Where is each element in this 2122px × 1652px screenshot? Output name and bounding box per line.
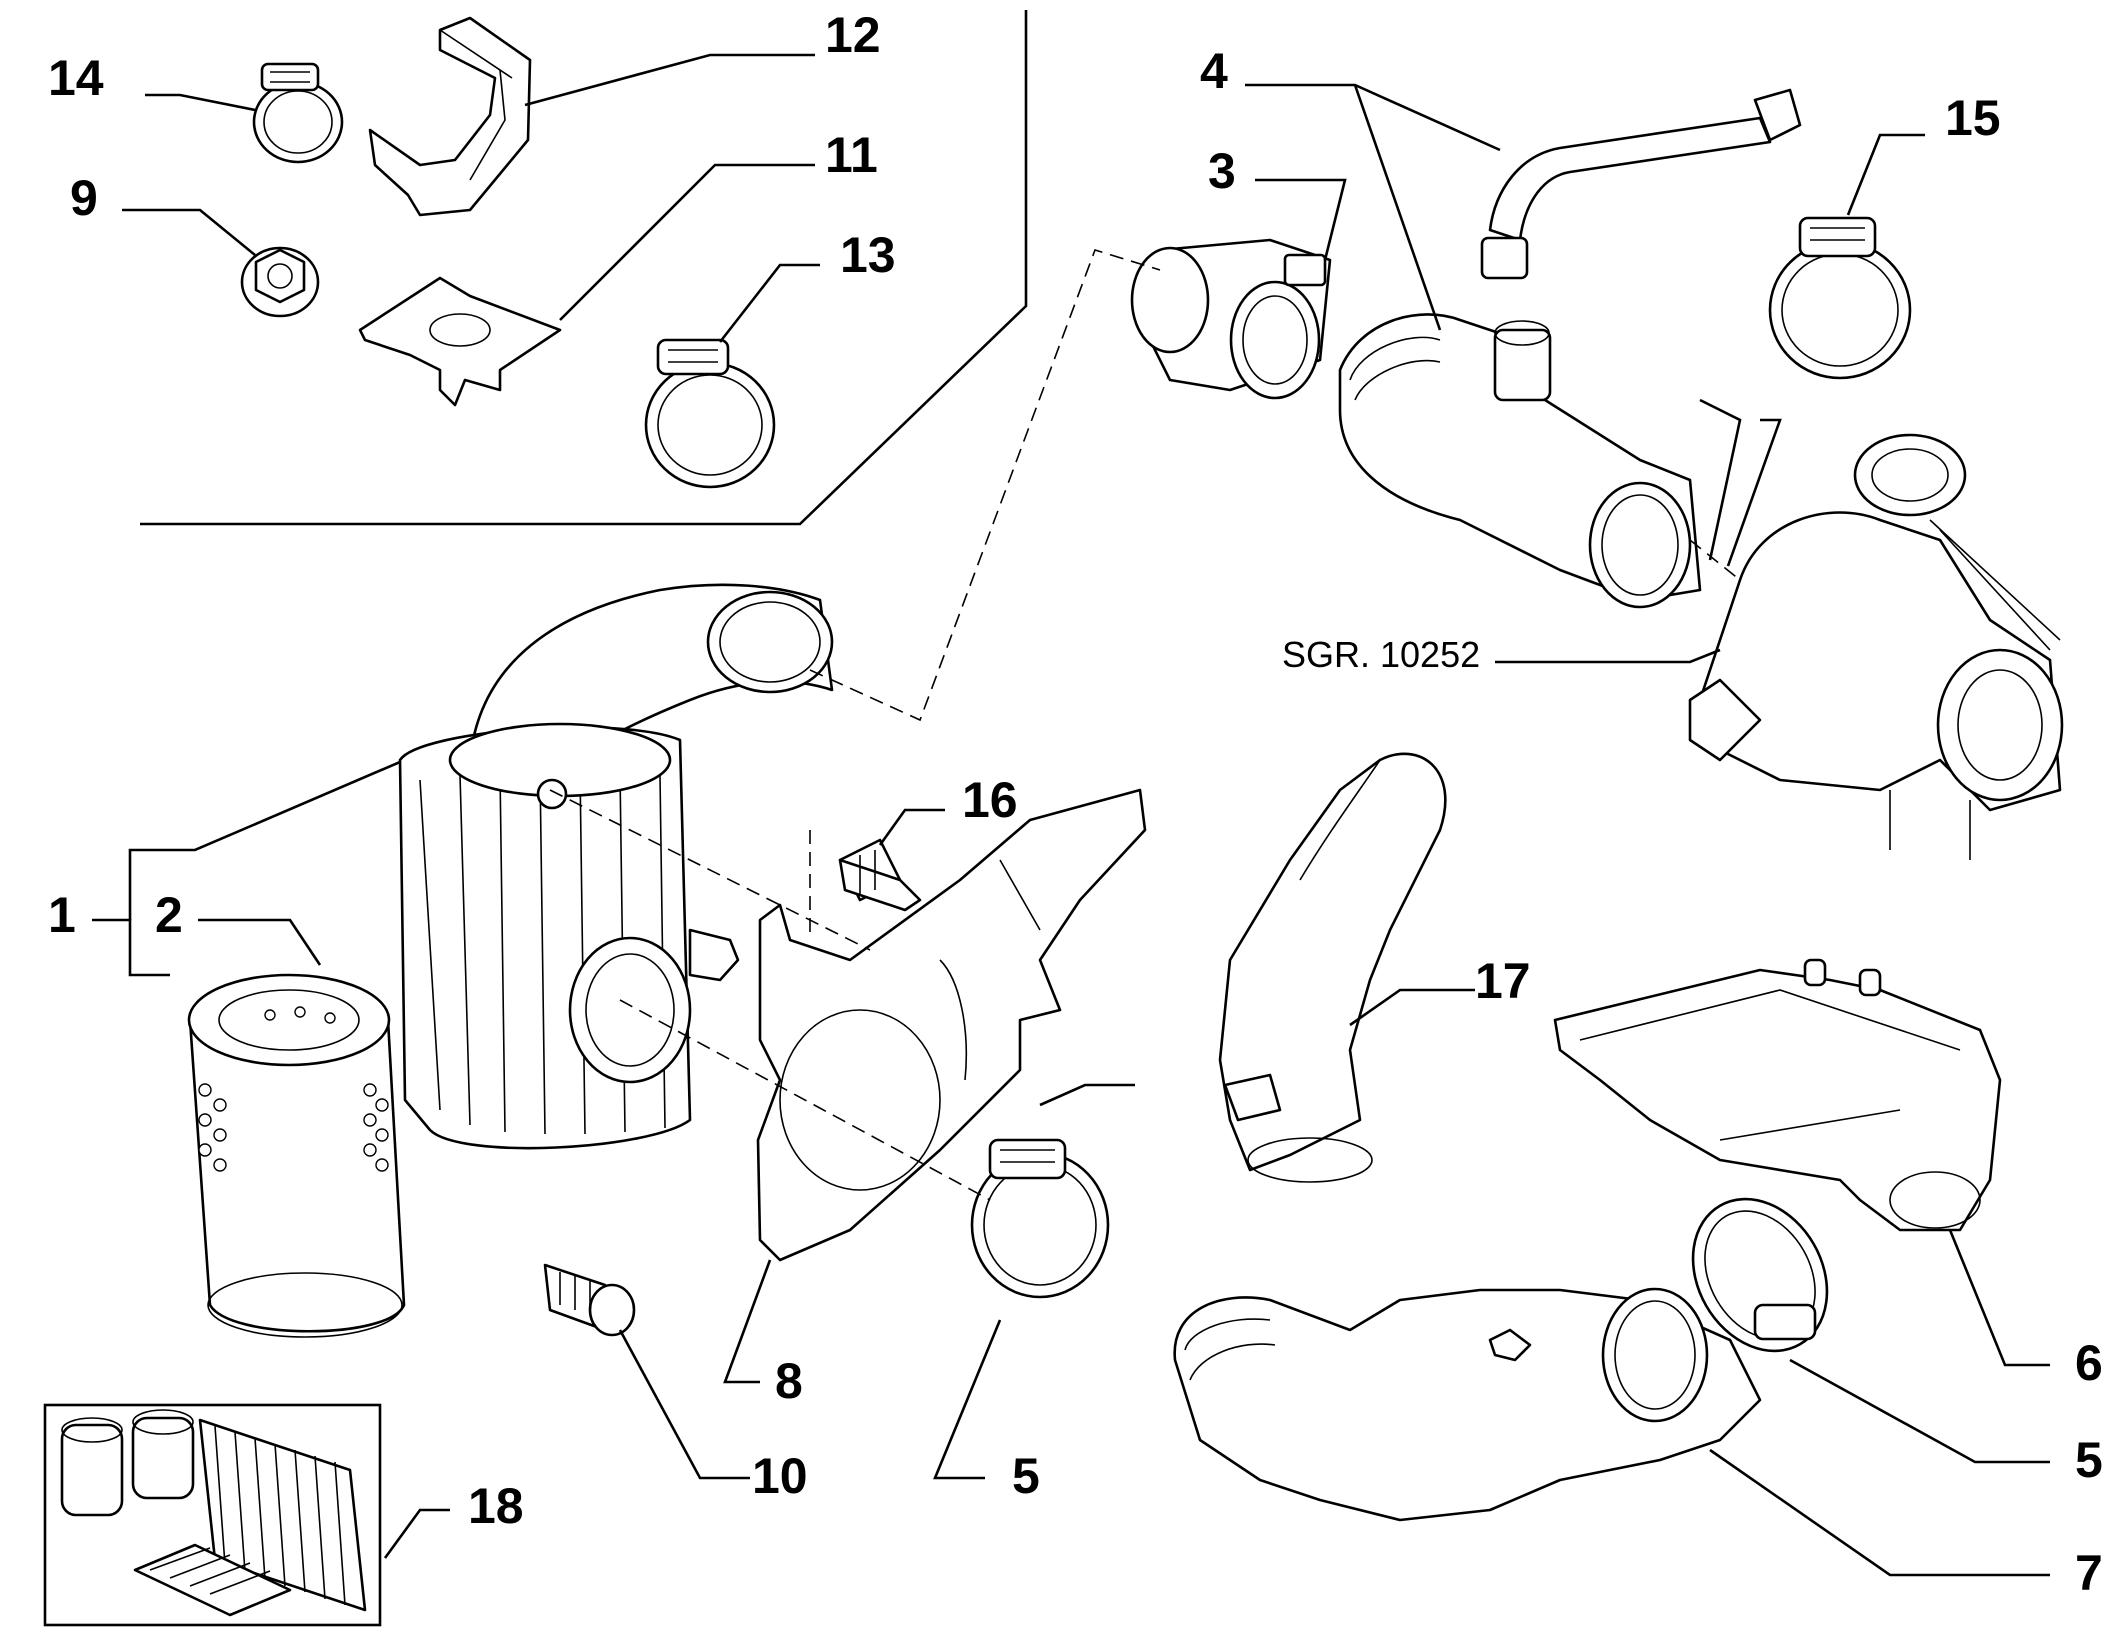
part-16-bolt [838,838,922,912]
leader-lines [92,53,2050,1577]
callout-7: 7 [2075,1545,2103,1601]
callout-13: 13 [840,227,896,283]
part-10-bolt [543,1263,636,1337]
part-13-hose-clamp [644,338,776,489]
part-14-small-clamp [252,62,344,164]
callout-15: 15 [1945,90,2001,146]
part-15-hose-clamp [1768,216,1912,380]
part-1-air-filter-housing [398,583,834,1150]
callout-8: 8 [775,1353,803,1409]
part-8-mounting-plate [756,788,1147,1262]
callout-12: 12 [825,7,881,63]
part-5-hose-clamp-center [970,1138,1110,1299]
filter-perforations [198,1006,389,1172]
part-17-hose [1218,752,1447,1183]
callout-10: 10 [752,1448,808,1504]
callout-6: 6 [2075,1335,2103,1391]
part-9-nut [240,246,320,318]
part-18-service-kit [43,1403,382,1627]
callout-18: 18 [468,1478,524,1534]
small-parts-inset [140,10,1028,526]
part-5-hose-clamp-right [1691,1197,1829,1353]
part-3-air-flow-meter [1130,238,1332,400]
callout-9: 9 [70,170,98,226]
callout-16: 16 [962,772,1018,828]
callout-1: 1 [48,887,76,943]
part-11-bracket-plate [358,276,562,407]
assembly-dashed-lines [549,249,1741,1201]
part-12-cover-clip [368,16,532,217]
part-7-hose [1173,1287,1762,1522]
turbocharger [1688,433,2064,860]
part-2-filter-element [187,973,406,1338]
callout-3: 3 [1208,143,1236,199]
part-4-intake-elbow [1338,313,1702,609]
part-4-hose [1480,88,1802,280]
callout-5-center: 5 [1012,1448,1040,1504]
callout-labels: 1 2 3 4 5 5 6 7 8 9 10 11 12 13 14 15 16… [48,7,2103,1601]
callout-17: 17 [1475,953,1531,1009]
part-6-resonator [1553,958,2002,1232]
callout-11: 11 [825,127,878,183]
callout-4: 4 [1200,43,1228,99]
reference-label-sgr: SGR. 10252 [1282,634,1480,675]
callout-5-right: 5 [2075,1432,2103,1488]
callout-14: 14 [48,50,104,106]
callout-2: 2 [155,887,183,943]
